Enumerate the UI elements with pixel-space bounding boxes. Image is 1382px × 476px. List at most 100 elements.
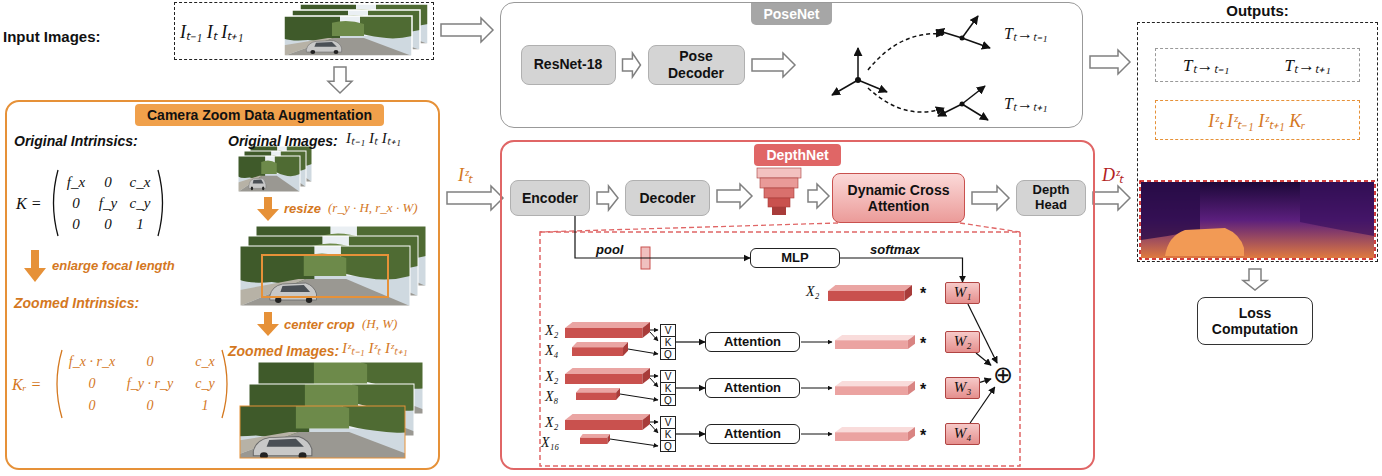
depthnet-illustration (540, 168, 1020, 466)
weight-box: W₄ (945, 423, 980, 445)
matrix-cell: f_y (99, 196, 117, 211)
node-text: Camera Zoom Data Augmentation (135, 104, 384, 126)
depthnet-illustration (580, 434, 610, 444)
node-text: V (661, 325, 675, 337)
step-formula: (H, W) (362, 317, 397, 330)
loss-box: Loss Computation (1197, 297, 1313, 345)
step-label: center crop (284, 318, 355, 331)
image-symbol: Iₜ₋₁ Iₜ Iₜ₊₁ (346, 131, 401, 146)
matrix-cell: c_x (195, 355, 214, 369)
input-images-box: Input Images:Iₜ₋₁ Iₜ Iₜ₊₁ (174, 2, 434, 60)
connector-line (980, 379, 991, 383)
edge-label: Iᶻₜ (456, 166, 474, 184)
weight-box: W₂ (945, 331, 980, 353)
attention-op: Attention (705, 424, 800, 444)
augmentation-illustration (240, 246, 410, 306)
matrix-cell: f_x (67, 175, 85, 190)
zoom-output-box: Iᶻₜ Iᶻₜ₋₁ Iᶻₜ₊₁ Kᵣ (1155, 100, 1360, 140)
pose-illustration (962, 104, 988, 120)
node-text: W₄ (954, 425, 972, 442)
qkv-box: VKQ (660, 370, 676, 406)
qkv-box: VKQ (660, 416, 676, 452)
node-text: K (661, 383, 675, 395)
depthnet-illustration (717, 184, 752, 208)
matrix-cell: 1 (136, 217, 144, 232)
node-text: W₁ (954, 284, 972, 301)
augmentation-illustration (262, 255, 388, 297)
node-text: Pose Decoder (653, 48, 740, 80)
edge-label: Dᶻₜ (1100, 166, 1125, 184)
matrix-cell: f_y · r_y (127, 377, 173, 391)
augmentation-illustration (240, 406, 405, 458)
pose-output-box: Tₜ→ₜ₋₁Tₜ→ₜ₊₁ (1155, 48, 1360, 82)
node-text: DepthNet (754, 144, 840, 166)
multiply-symbol: * (920, 286, 926, 302)
depthnet-illustration (540, 232, 1020, 466)
depth-map-image (1140, 181, 1375, 259)
step-label: resize (284, 202, 321, 215)
depthnet-illustration (565, 414, 650, 430)
matrix-cell: 0 (89, 399, 96, 413)
node-text: Attention (724, 381, 781, 396)
node-text: Attention (724, 427, 781, 442)
augmentation-illustration (24, 268, 46, 282)
node-text: Encoder (522, 190, 578, 206)
depthnet-illustration (768, 198, 790, 207)
pose-illustration (752, 53, 795, 77)
depthnet-illustration (540, 223, 838, 232)
sum-symbol: ⊕ (991, 363, 1015, 387)
node-text: Loss Computation (1202, 305, 1308, 337)
matrix-symbol: K = (16, 196, 41, 212)
pose-illustration (962, 38, 990, 48)
depthnet-illustration (650, 330, 658, 331)
node-text: Attention (724, 335, 781, 350)
pose-illustration (936, 30, 962, 38)
feature-label: X₂ (545, 416, 558, 430)
node-text: Q (661, 349, 675, 360)
section-label: Zoomed Images: (228, 344, 339, 358)
step-label: enlarge focal length (52, 259, 175, 272)
depthnet-illustration (628, 349, 658, 354)
augmentation-illustration (31, 250, 39, 268)
augmentation-illustration (222, 350, 227, 418)
augmentation-illustration (238, 156, 300, 192)
augmentation-illustration (158, 170, 163, 236)
flow-arrow (447, 186, 503, 210)
depthnet-illustration (757, 168, 801, 178)
depthnet-illustration (835, 427, 915, 441)
depthnet-illustration (801, 342, 832, 343)
node-text: Dynamic Cross Attention (837, 182, 960, 214)
node-text: V (661, 417, 675, 429)
depthnet-illustration (835, 335, 915, 349)
node-text: ResNet-18 (534, 56, 602, 72)
pose-illustration (960, 36, 965, 41)
flow-arrow (623, 53, 641, 77)
pose-illustration (832, 80, 858, 95)
matrix-cell: c_y (195, 377, 214, 391)
node-text: Depth Head (1021, 183, 1081, 213)
decoder-block: Decoder (625, 180, 710, 216)
flow-arrow (1243, 269, 1267, 290)
posenet-panel: PoseNetResNet-18Pose Decoder (500, 2, 1083, 128)
weight-box: W₃ (945, 377, 980, 399)
node-text: W₂ (954, 333, 972, 350)
section-label: Zoomed Intrinsics: (14, 296, 139, 310)
mlp-block: MLP (750, 248, 840, 268)
node-text: Q (661, 395, 675, 406)
depthnet-illustration (650, 376, 658, 377)
depthnet-illustration (610, 439, 658, 446)
pose-illustration (832, 16, 990, 120)
node-text: Outputs: (1138, 2, 1377, 19)
node-text: Decoder (639, 190, 695, 206)
node-text: ⊕ (993, 363, 1013, 387)
pose-decoder-block: Pose Decoder (648, 45, 745, 85)
depth-map-image (1140, 181, 1375, 259)
feature-label: X₈ (545, 390, 558, 404)
matrix-cell: c_x (130, 175, 151, 190)
depthnet-illustration (572, 342, 628, 356)
flow-arrow (328, 67, 352, 93)
flow-arrow (597, 186, 618, 210)
depthnet-illustration (808, 184, 829, 208)
depthnet-illustration (764, 188, 794, 198)
depthnet-illustration (835, 381, 915, 395)
